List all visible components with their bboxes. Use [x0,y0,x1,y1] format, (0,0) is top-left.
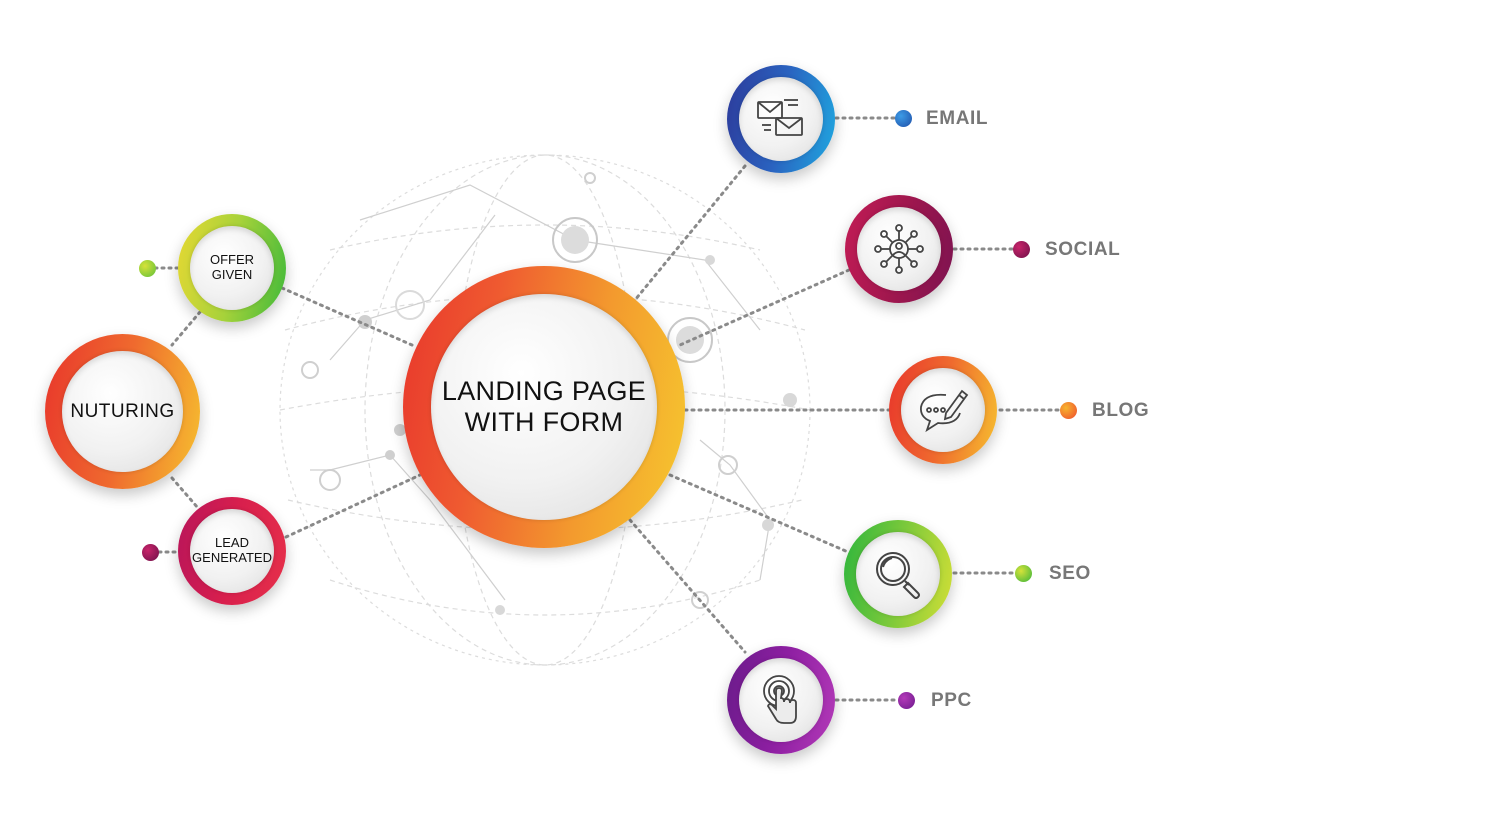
ppc-end-dot [898,692,915,709]
social-network-icon [874,224,924,274]
offer-given-node: OFFER GIVEN [178,214,286,322]
seo-end-dot [1015,565,1032,582]
magnifier-icon [876,552,920,599]
connectors [153,116,1062,702]
email-label: EMAIL [926,108,989,129]
blog-end-dot [1060,402,1077,419]
blog-node [889,356,997,464]
seo-label: SEO [1049,563,1091,584]
landing-page-label: LANDING PAGE WITH FORM [441,375,647,437]
offer-end-dot [139,260,156,277]
social-end-dot [1013,241,1030,258]
blog-label: BLOG [1092,400,1150,421]
ppc-node [727,646,835,754]
seo-node [844,520,952,628]
lead-generated-node: LEAD GENERATED [178,497,286,605]
nurturing-label: NUTURING [70,400,175,422]
social-node [845,195,953,303]
nurturing-node: NUTURING [45,334,200,489]
landing-page-node: LANDING PAGE WITH FORM [403,266,685,548]
lead-end-dot [142,544,159,561]
offer-given-label: OFFER GIVEN [209,252,255,282]
email-icon [757,99,803,136]
chat-bubble-pencil-icon [920,389,969,433]
ppc-label: PPC [931,690,972,711]
social-label: SOCIAL [1045,239,1121,260]
email-end-dot [895,110,912,127]
touch-finger-icon [763,675,797,724]
lead-generated-label: LEAD GENERATED [192,535,272,565]
email-node [727,65,835,173]
globe-background [279,154,811,666]
